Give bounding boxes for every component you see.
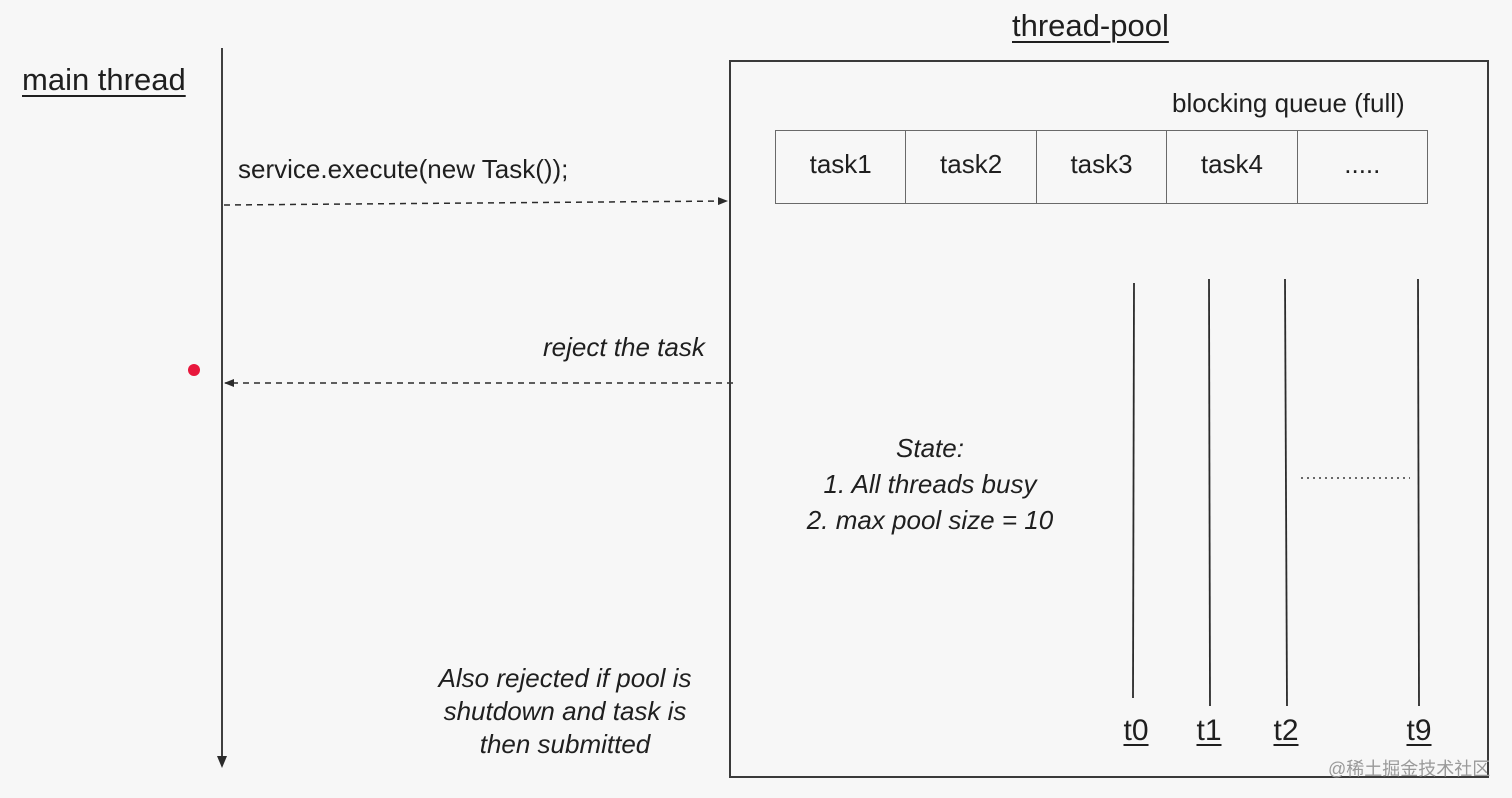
rejection-dot [188,364,200,376]
thread-line-t0 [1132,282,1135,699]
thread-label-t9: t9 [1406,714,1432,747]
note-line-3: then submitted [479,729,651,759]
execute-arrow [223,197,728,206]
queue-cell: task3 [1037,131,1168,203]
note-line-1: Also rejected if pool is [438,663,692,693]
note-line-2: shutdown and task is [443,696,687,726]
blocking-queue: task1 task2 task3 task4 ..... [775,130,1428,204]
main-thread-label: main thread [22,62,186,97]
thread-label-t1: t1 [1196,714,1222,747]
state-line-1: 1. All threads busy [823,469,1037,499]
reject-task-label: reject the task [543,332,705,362]
queue-cell: task4 [1167,131,1298,203]
rejection-note: Also rejected if pool is shutdown and ta… [400,662,730,761]
queue-cell: task1 [776,131,907,203]
thread-line-t1 [1208,278,1211,707]
queue-cell-ellipsis: ..... [1344,148,1381,179]
watermark: @稀土掘金技术社区 [1328,759,1491,779]
blocking-queue-label: blocking queue (full) [1172,88,1405,118]
thread-pool-box [729,60,1489,778]
queue-cell: task2 [906,131,1037,203]
main-thread-arrowhead [217,756,227,768]
thread-label-t2: t2 [1273,714,1299,747]
state-line-2: 2. max pool size = 10 [806,505,1054,535]
execute-call-label: service.execute(new Task()); [238,154,569,184]
state-block: State: 1. All threads busy 2. max pool s… [770,430,1090,538]
thread-line-t2 [1284,278,1288,707]
thread-label-t0: t0 [1123,714,1149,747]
thread-pool-title: thread-pool [1012,8,1169,43]
state-heading: State: [896,433,964,463]
thread-line-t9 [1417,278,1420,707]
